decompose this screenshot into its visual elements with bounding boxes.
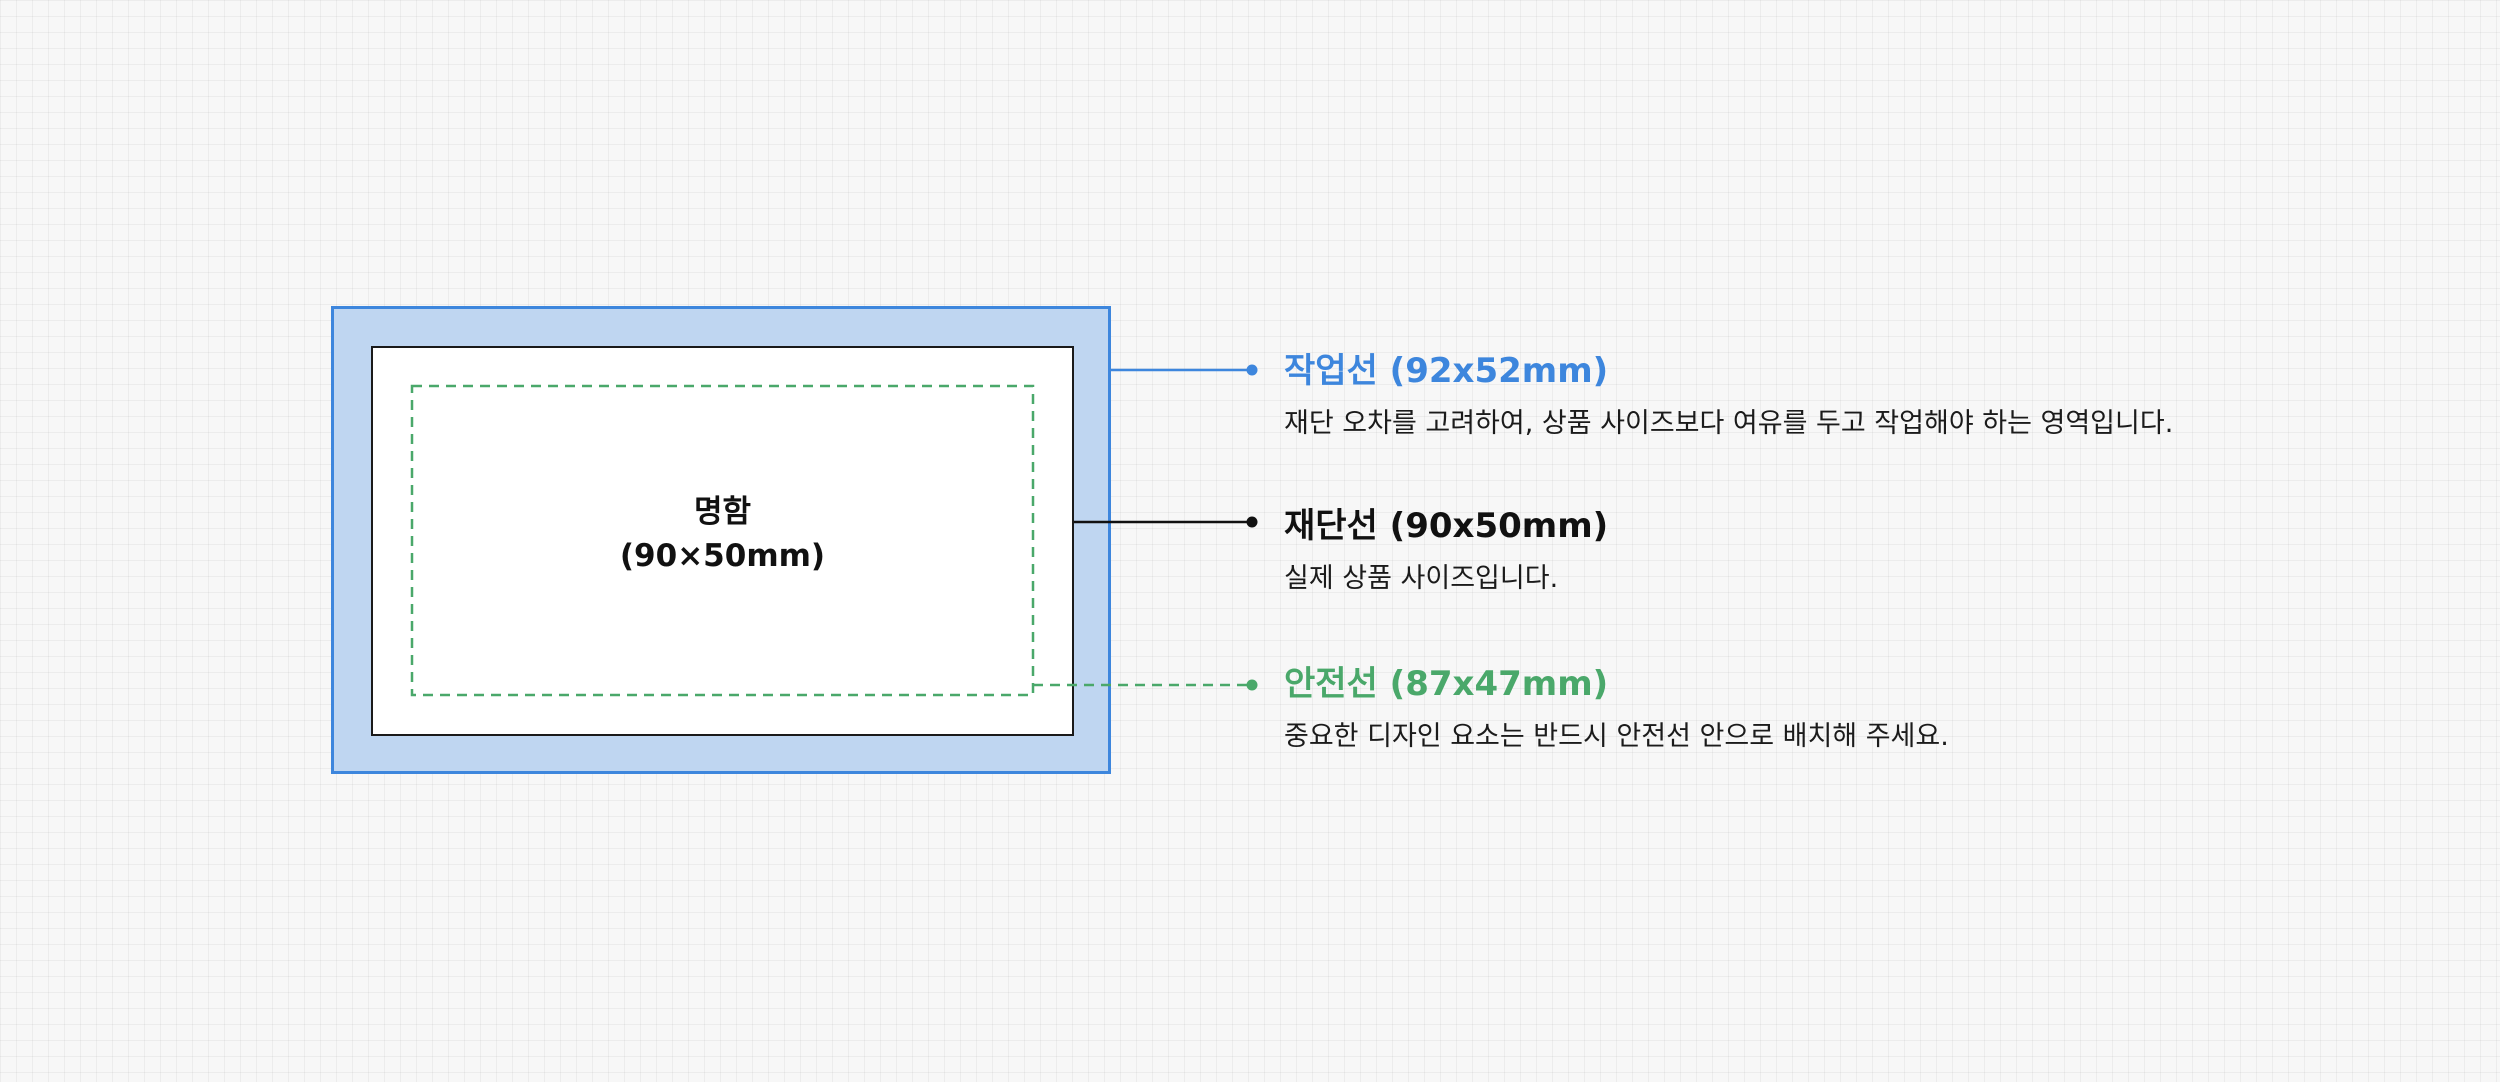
work-line-description: 재단 오차를 고려하여, 상품 사이즈보다 여유를 두고 작업해야 하는 영역입…: [1284, 408, 2174, 439]
work-line-dot: [1246, 364, 1258, 376]
card-label: 명함 (90×50mm): [371, 490, 1074, 578]
legend-work-line: 작업선 (92x52mm) 재단 오차를 고려하여, 상품 사이즈보다 여유를 …: [1284, 350, 2434, 442]
safe-line-title: 안전선 (87x47mm): [1284, 664, 1609, 704]
trim-line-description: 실제 상품 사이즈입니다.: [1284, 563, 1559, 594]
card-name: 명함: [693, 494, 752, 530]
trim-line-title: 재단선 (90x50mm): [1284, 506, 1609, 546]
trim-area: [371, 346, 1074, 736]
safe-line-description: 중요한 디자인 요소는 반드시 안전선 안으로 배치해 주세요.: [1284, 721, 1949, 752]
legend-trim-line: 재단선 (90x50mm) 실제 상품 사이즈입니다.: [1284, 505, 2434, 597]
work-line-title: 작업선 (92x52mm): [1284, 351, 1609, 391]
trim-line-dot: [1246, 516, 1258, 528]
legend-safe-line: 안전선 (87x47mm) 중요한 디자인 요소는 반드시 안전선 안으로 배치…: [1284, 663, 2434, 755]
card-size: (90×50mm): [619, 538, 826, 574]
safe-line-rect: [410, 384, 1035, 697]
safe-line-dot: [1246, 679, 1258, 691]
